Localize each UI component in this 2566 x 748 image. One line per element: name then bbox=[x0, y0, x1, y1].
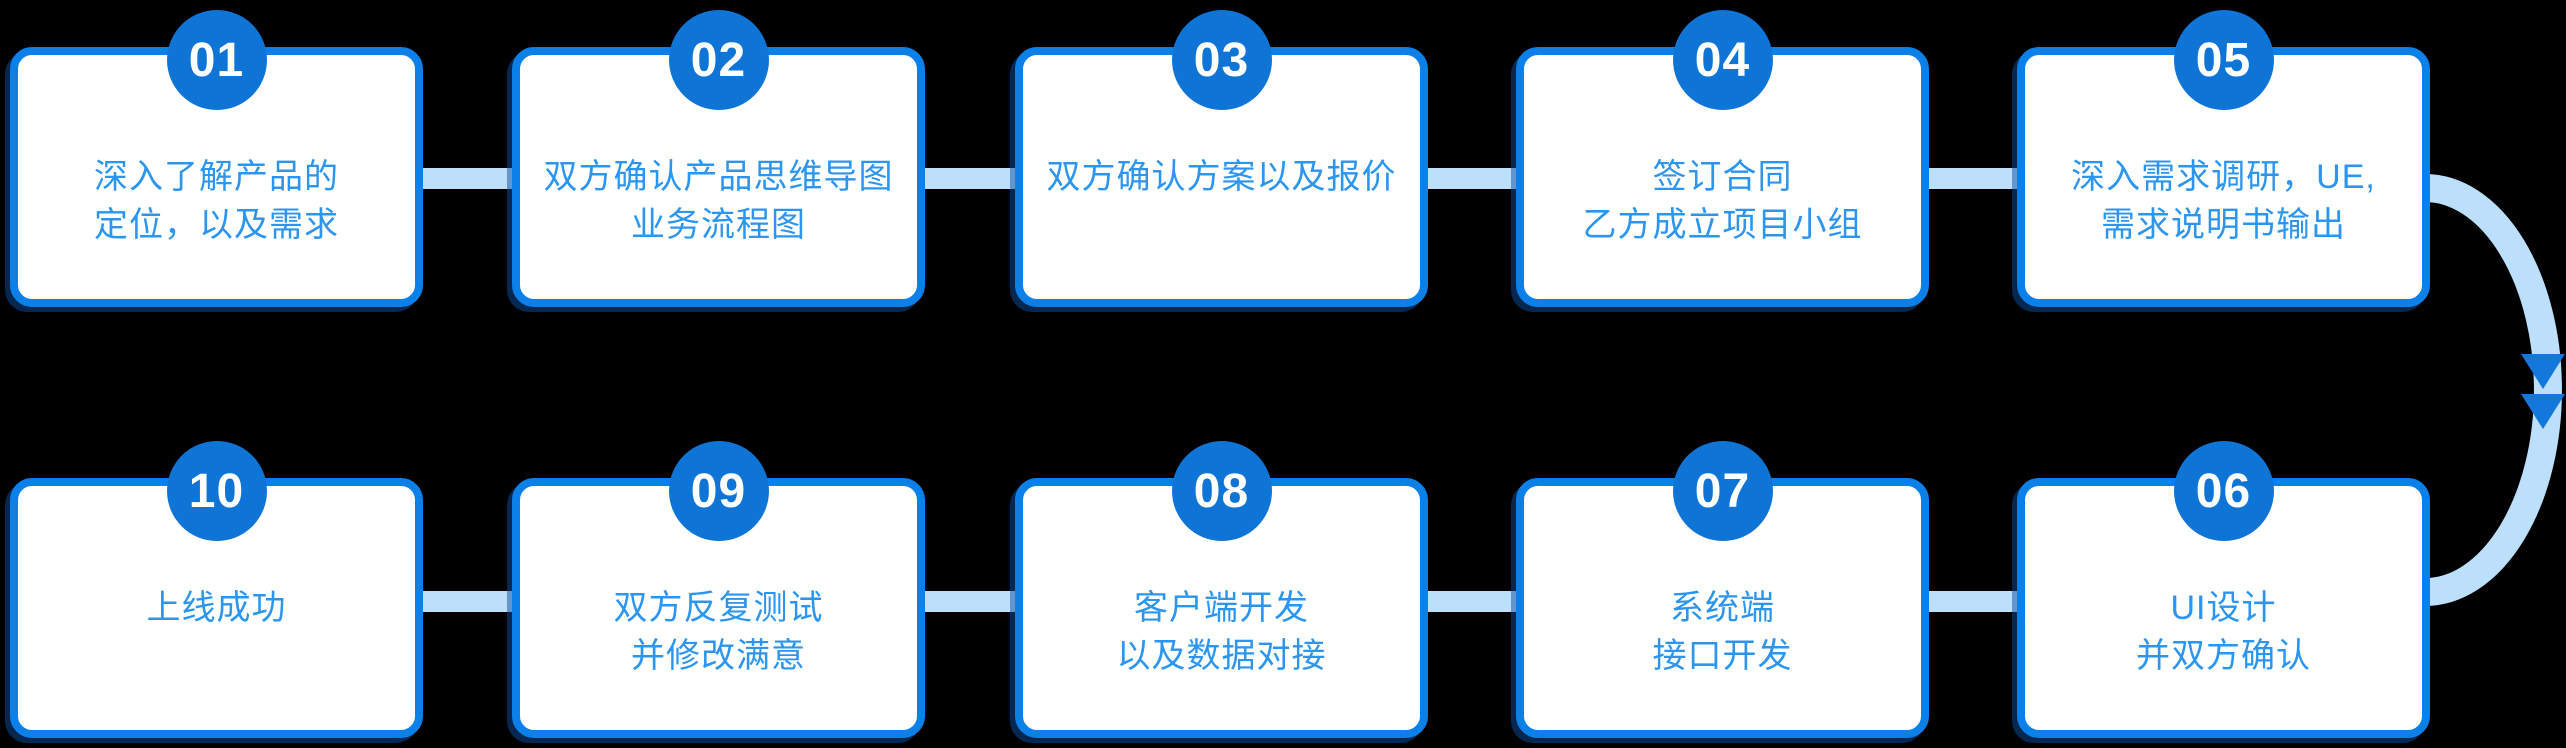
step-number: 08 bbox=[1193, 464, 1250, 518]
step-text-line: 上线成功 bbox=[146, 589, 287, 627]
step-text-line: 客户端开发 bbox=[1134, 589, 1309, 627]
connector-bar-07-08 bbox=[1423, 591, 1521, 612]
step-text-line: UI设计 bbox=[2170, 589, 2277, 627]
step-number-badge: 01 bbox=[166, 10, 267, 110]
connector-bar-01-02 bbox=[418, 168, 518, 189]
step-number-badge: 06 bbox=[2173, 441, 2274, 541]
step-description: 双方确认产品思维导图 业务流程图 bbox=[520, 153, 917, 249]
step-text-line: 定位，以及需求 bbox=[94, 206, 339, 244]
step-text-line: 接口开发 bbox=[1652, 637, 1793, 675]
step-text-line: 乙方成立项目小组 bbox=[1582, 206, 1863, 244]
step-card-06: 06 UI设计 并双方确认 bbox=[2017, 441, 2430, 738]
step-description: 深入了解产品的 定位，以及需求 bbox=[18, 153, 415, 249]
step-number-badge: 09 bbox=[668, 441, 769, 541]
step-text-line: 系统端 bbox=[1670, 589, 1775, 627]
step-description: 深入需求调研，UE, 需求说明书输出 bbox=[2025, 153, 2422, 249]
step-number: 02 bbox=[690, 33, 747, 87]
step-text-line: 双方确认方案以及报价 bbox=[1046, 158, 1397, 196]
step-text-line: 签订合同 bbox=[1652, 158, 1793, 196]
step-description: 系统端 接口开发 bbox=[1524, 584, 1921, 680]
step-card-04: 04 签订合同 乙方成立项目小组 bbox=[1516, 10, 1929, 307]
step-text-line: 深入了解产品的 bbox=[94, 158, 339, 196]
step-text-line: 需求说明书输出 bbox=[2101, 206, 2346, 244]
step-card-05: 05 深入需求调研，UE, 需求说明书输出 bbox=[2017, 10, 2430, 307]
step-number: 03 bbox=[1193, 33, 1250, 87]
connector-bar-06-07 bbox=[1925, 591, 2022, 612]
step-description: 上线成功 bbox=[18, 584, 415, 632]
step-number: 05 bbox=[2195, 33, 2252, 87]
step-number-badge: 04 bbox=[1672, 10, 1773, 110]
step-text-line: 双方反复测试 bbox=[613, 589, 824, 627]
arrow-head-icon bbox=[2521, 394, 2565, 429]
step-description: 双方确认方案以及报价 bbox=[1023, 153, 1420, 201]
step-number-badge: 10 bbox=[166, 441, 267, 541]
arrow-head-icon bbox=[2521, 354, 2565, 389]
connector-bar-08-09 bbox=[920, 591, 1020, 612]
step-number: 06 bbox=[2195, 464, 2252, 518]
step-card-07: 07 系统端 接口开发 bbox=[1516, 441, 1929, 738]
step-card-02: 02 双方确认产品思维导图 业务流程图 bbox=[512, 10, 925, 307]
step-number: 04 bbox=[1694, 33, 1751, 87]
step-description: 双方反复测试 并修改满意 bbox=[520, 584, 917, 680]
step-number-badge: 08 bbox=[1171, 441, 1272, 541]
step-number-badge: 02 bbox=[668, 10, 769, 110]
step-text-line: 深入需求调研，UE, bbox=[2071, 158, 2376, 196]
step-description: 客户端开发 以及数据对接 bbox=[1023, 584, 1420, 680]
step-description: 签订合同 乙方成立项目小组 bbox=[1524, 153, 1921, 249]
step-text-line: 并修改满意 bbox=[631, 637, 806, 675]
step-description: UI设计 并双方确认 bbox=[2025, 584, 2422, 680]
step-number-badge: 07 bbox=[1672, 441, 1773, 541]
connector-bar-09-10 bbox=[418, 591, 518, 612]
step-number-badge: 05 bbox=[2173, 10, 2274, 110]
step-card-03: 03 双方确认方案以及报价 bbox=[1015, 10, 1428, 307]
step-card-01: 01 深入了解产品的 定位，以及需求 bbox=[10, 10, 423, 307]
connector-bar-02-03 bbox=[920, 168, 1020, 189]
step-text-line: 以及数据对接 bbox=[1116, 637, 1327, 675]
step-number: 10 bbox=[188, 464, 245, 518]
step-number: 01 bbox=[188, 33, 245, 87]
step-number: 09 bbox=[690, 464, 747, 518]
connector-bar-03-04 bbox=[1423, 168, 1521, 189]
step-text-line: 双方确认产品思维导图 bbox=[543, 158, 894, 196]
step-text-line: 并双方确认 bbox=[2136, 637, 2311, 675]
step-card-08: 08 客户端开发 以及数据对接 bbox=[1015, 441, 1428, 738]
step-number: 07 bbox=[1694, 464, 1751, 518]
step-card-09: 09 双方反复测试 并修改满意 bbox=[512, 441, 925, 738]
connector-bar-04-05 bbox=[1925, 168, 2022, 189]
step-card-10: 10 上线成功 bbox=[10, 441, 423, 738]
loop-arrow-arc bbox=[2424, 174, 2562, 606]
step-number-badge: 03 bbox=[1171, 10, 1272, 110]
step-text-line: 业务流程图 bbox=[631, 206, 806, 244]
